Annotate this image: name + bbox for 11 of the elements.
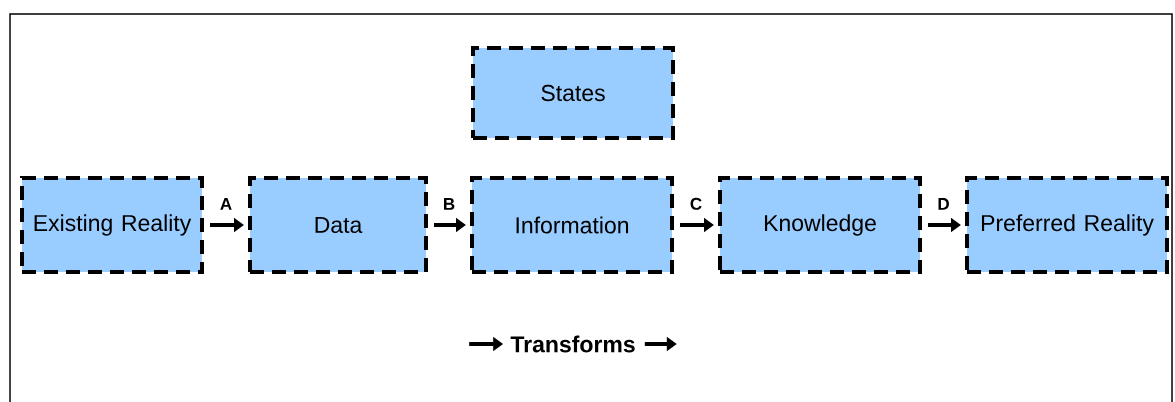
- process-box: Preferred Reality: [965, 176, 1169, 274]
- edge-label: A: [220, 198, 232, 210]
- process-box: Existing Reality: [20, 176, 204, 274]
- process-box: Information: [470, 176, 674, 274]
- edge-label: C: [690, 197, 702, 210]
- process-box: Data: [248, 176, 428, 274]
- edge-label: D: [938, 198, 949, 210]
- caption-text: Transforms: [510, 335, 635, 353]
- process-box: Knowledge: [718, 176, 922, 274]
- edge-label: B: [444, 198, 455, 210]
- process-box: States: [471, 46, 675, 140]
